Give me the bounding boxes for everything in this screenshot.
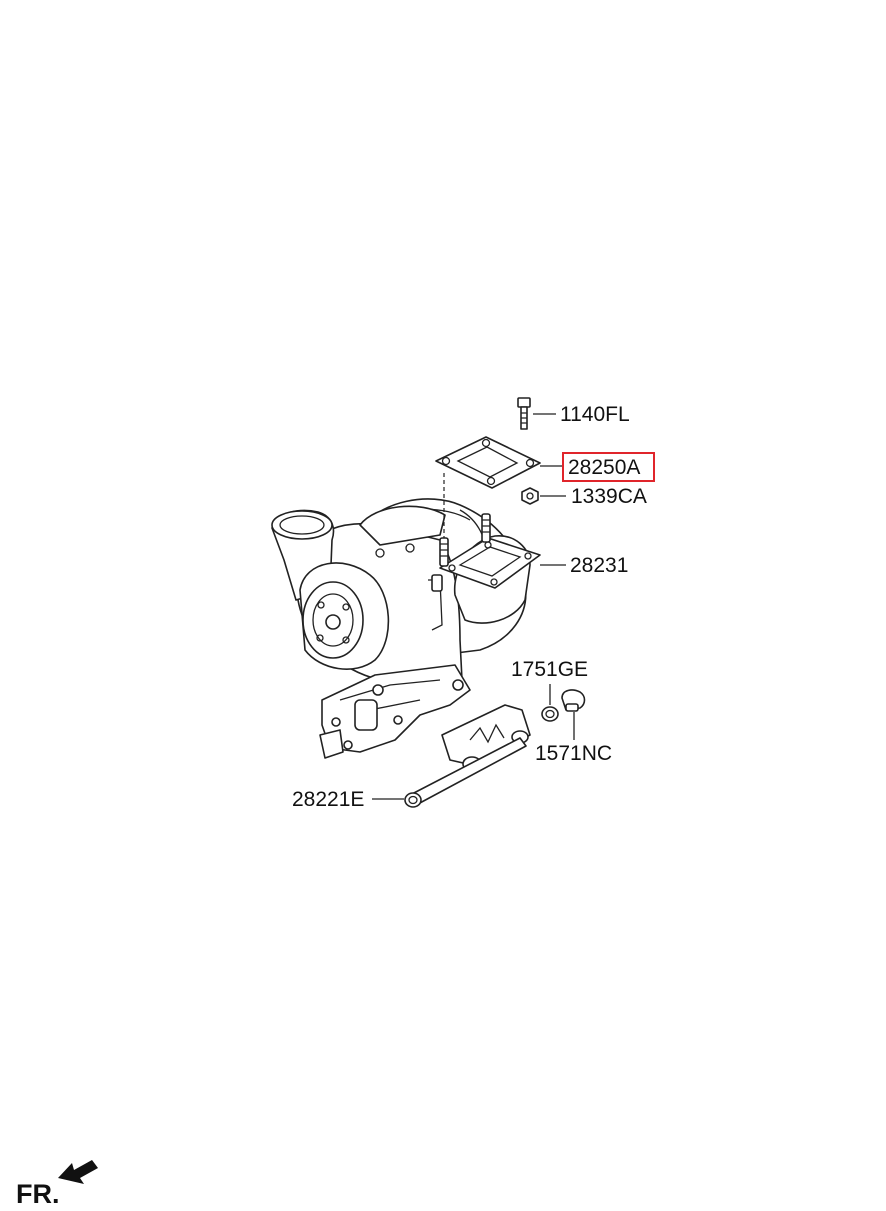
oil-pipe-part [404,704,531,808]
callout-nut-1339CA[interactable]: 1339CA [571,485,647,508]
plug-part [561,689,586,712]
callout-pipe-28221E[interactable]: 28221E [292,788,364,811]
front-label: FR. [16,1179,60,1209]
nut-part [521,487,539,505]
washer-part [541,706,559,722]
callout-bolt-1140FL[interactable]: 1140FL [560,403,630,426]
callout-gasket-28250A[interactable]: 28250A [568,456,640,479]
exhaust-flange-part [439,513,541,624]
bolt-part [517,397,531,430]
front-direction-indicator: FR. [16,1160,98,1209]
callout-plug-1571NC[interactable]: 1571NC [535,742,612,765]
highlight-box [562,452,655,482]
callout-flange-28231[interactable]: 28231 [570,554,628,577]
gasket-part [435,436,541,489]
front-arrow-icon [58,1160,98,1184]
callout-washer-1751GE[interactable]: 1751GE [511,658,588,681]
